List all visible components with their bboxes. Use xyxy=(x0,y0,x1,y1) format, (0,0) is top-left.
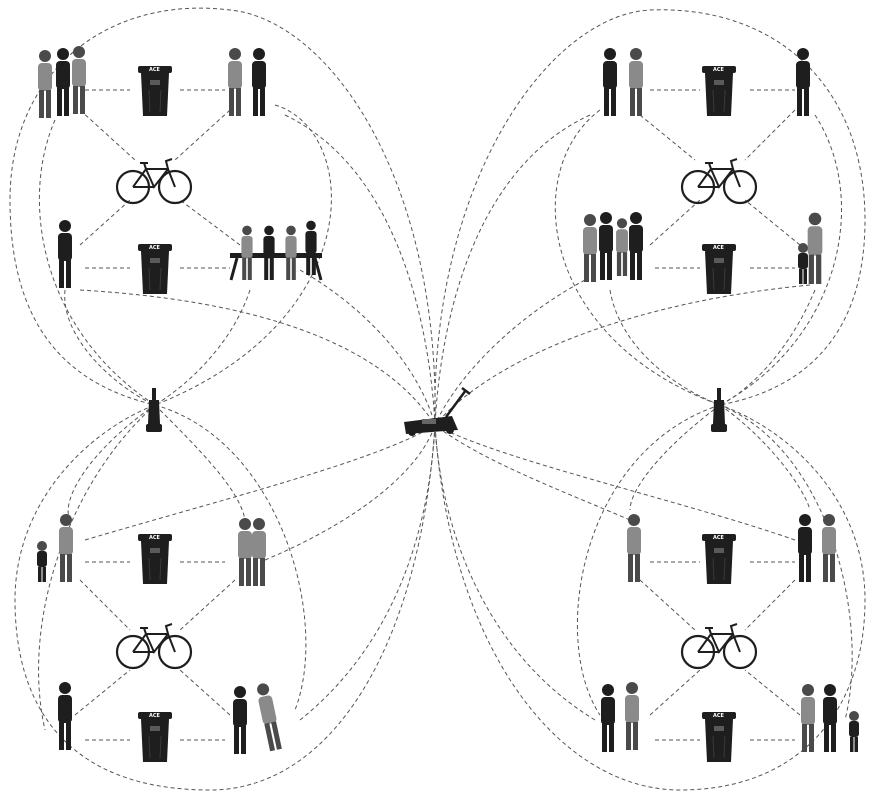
svg-text:ACE: ACE xyxy=(149,245,161,251)
person-icon xyxy=(627,514,641,582)
trash-bin-icon: ACE xyxy=(701,65,737,117)
picnic-table-icon xyxy=(229,220,323,281)
edges xyxy=(9,7,866,791)
bike-icon xyxy=(680,157,758,205)
svg-text:ACE: ACE xyxy=(713,535,725,541)
people-group-icon xyxy=(38,46,86,118)
trash-bin-icon: ACE xyxy=(137,65,173,117)
svg-text:ACE: ACE xyxy=(713,245,725,251)
quadrant-top-left: ACE ACE xyxy=(38,46,323,295)
people-group-icon xyxy=(583,212,643,282)
people-group-icon xyxy=(37,514,73,582)
trash-bin-icon: ACE xyxy=(137,711,173,763)
quadrant-top-right: ACE ACE xyxy=(583,48,823,295)
trash-bin-icon: ACE xyxy=(137,243,173,295)
person-icon xyxy=(58,220,72,288)
bike-icon xyxy=(115,157,193,205)
person-icon xyxy=(796,48,810,116)
people-group-icon xyxy=(798,514,836,582)
quadrant-bottom-left: ACE ACE xyxy=(37,388,283,763)
trash-bin-icon: ACE xyxy=(701,243,737,295)
svg-text:ACE: ACE xyxy=(149,535,161,541)
lawn-mower-icon xyxy=(404,387,471,436)
svg-text:ACE: ACE xyxy=(149,713,161,719)
trash-bin-icon: ACE xyxy=(701,533,737,585)
trash-bin-icon: ACE xyxy=(701,711,737,763)
people-group-icon xyxy=(601,682,639,752)
person-icon xyxy=(58,682,72,750)
svg-text:ACE: ACE xyxy=(713,713,725,719)
bike-icon xyxy=(680,622,758,670)
people-group-icon xyxy=(798,212,823,284)
people-group-icon xyxy=(238,518,266,586)
trash-bin-icon: ACE xyxy=(137,533,173,585)
bike-icon xyxy=(115,622,193,670)
svg-text:ACE: ACE xyxy=(713,67,725,73)
svg-text:ACE: ACE xyxy=(149,67,161,73)
people-group-icon xyxy=(233,682,283,754)
people-group-icon xyxy=(603,48,643,116)
quadrant-bottom-right: ACE ACE xyxy=(601,388,859,763)
people-group-icon xyxy=(228,48,266,116)
